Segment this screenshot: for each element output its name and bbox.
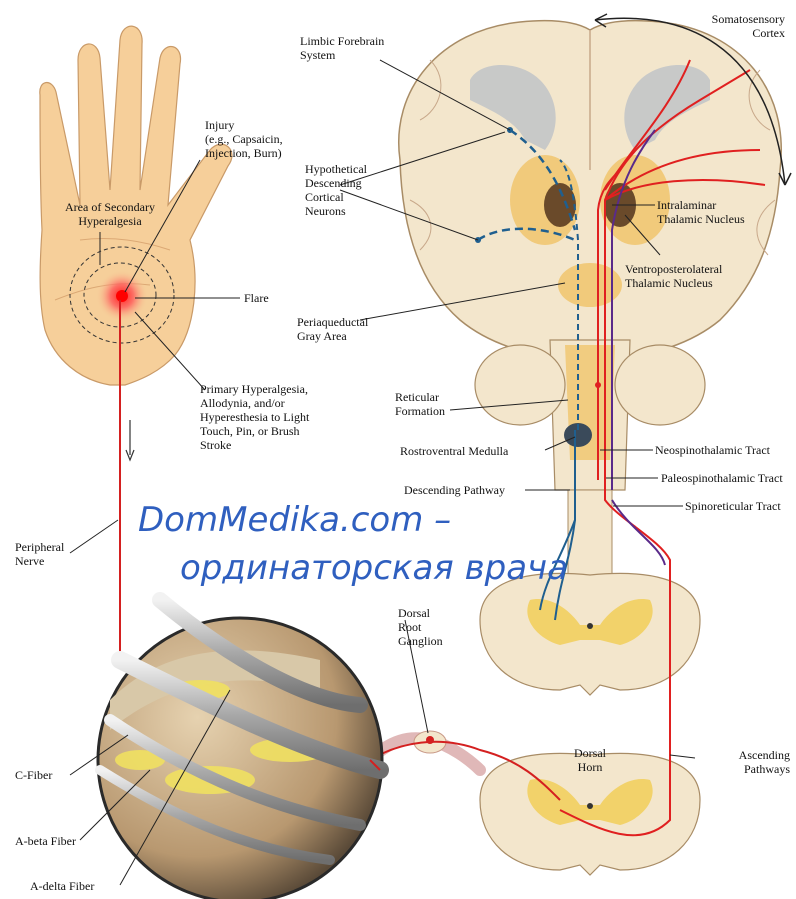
label-line: Somatosensory bbox=[680, 12, 785, 26]
label-a-beta-fiber: A-beta Fiber bbox=[15, 834, 105, 848]
label-line: Horn bbox=[560, 760, 620, 774]
label-line: Stroke bbox=[200, 438, 350, 452]
label-line: Ventroposterolateral bbox=[625, 262, 765, 276]
label-line: Hyperesthesia to Light bbox=[200, 410, 350, 424]
label-line: Injury bbox=[205, 118, 315, 132]
label-ventroposterolateral: Ventroposterolateral Thalamic Nucleus bbox=[625, 262, 765, 290]
label-dorsal-horn: Dorsal Horn bbox=[560, 746, 620, 774]
label-line: (e.g., Capsaicin, bbox=[205, 132, 315, 146]
label-line: Primary Hyperalgesia, bbox=[200, 382, 350, 396]
label-primary-hyperalgesia: Primary Hyperalgesia, Allodynia, and/or … bbox=[200, 382, 350, 452]
label-line: Ascending bbox=[700, 748, 790, 762]
label-line: Dorsal bbox=[560, 746, 620, 760]
label-dorsal-root-ganglion: Dorsal Root Ganglion bbox=[398, 606, 458, 648]
label-line: Thalamic Nucleus bbox=[657, 212, 787, 226]
label-line: Neurons bbox=[305, 204, 400, 218]
label-secondary-hyperalgesia: Area of Secondary Hyperalgesia bbox=[50, 200, 170, 228]
label-reticular-formation: Reticular Formation bbox=[395, 390, 475, 418]
label-a-delta-fiber: A-delta Fiber bbox=[30, 879, 130, 893]
label-line: Periaqueductal bbox=[297, 315, 407, 329]
label-line: Gray Area bbox=[297, 329, 407, 343]
label-peripheral-nerve: Peripheral Nerve bbox=[15, 540, 85, 568]
label-line: Cortex bbox=[680, 26, 785, 40]
label-injury: Injury (e.g., Capsaicin, Injection, Burn… bbox=[205, 118, 315, 160]
label-line: Allodynia, and/or bbox=[200, 396, 350, 410]
label-line: Descending bbox=[305, 176, 400, 190]
label-paleospinothalamic: Paleospinothalamic Tract bbox=[661, 471, 796, 485]
label-line: System bbox=[300, 48, 410, 62]
label-line: Cortical bbox=[305, 190, 400, 204]
nerve-fiber-magnifier bbox=[98, 600, 382, 899]
label-somatosensory-cortex: Somatosensory Cortex bbox=[680, 12, 785, 40]
label-line: Dorsal bbox=[398, 606, 458, 620]
label-line: Pathways bbox=[700, 762, 790, 776]
label-limbic-forebrain: Limbic Forebrain System bbox=[300, 34, 410, 62]
label-line: Intralaminar bbox=[657, 198, 787, 212]
label-line: Nerve bbox=[15, 554, 85, 568]
label-rostroventral-medulla: Rostroventral Medulla bbox=[400, 444, 550, 458]
label-intralaminar: Intralaminar Thalamic Nucleus bbox=[657, 198, 787, 226]
label-line: Ganglion bbox=[398, 634, 458, 648]
label-line: Injection, Burn) bbox=[205, 146, 315, 160]
label-line: Peripheral bbox=[15, 540, 85, 554]
label-line: Root bbox=[398, 620, 458, 634]
label-hypothetical-descending: Hypothetical Descending Cortical Neurons bbox=[305, 162, 400, 218]
watermark-line-2: ординаторская врача bbox=[180, 548, 568, 588]
spinal-cord-upper bbox=[480, 573, 700, 695]
label-ascending-pathways: Ascending Pathways bbox=[700, 748, 790, 776]
watermark-line-1: DomMedika.com – bbox=[138, 500, 451, 540]
label-periaqueductal: Periaqueductal Gray Area bbox=[297, 315, 407, 343]
label-line: Area of Secondary bbox=[50, 200, 170, 214]
label-line: Thalamic Nucleus bbox=[625, 276, 765, 290]
label-line: Reticular bbox=[395, 390, 475, 404]
label-c-fiber: C-Fiber bbox=[15, 768, 85, 782]
label-line: Limbic Forebrain bbox=[300, 34, 410, 48]
label-flare: Flare bbox=[244, 291, 294, 305]
label-line: Formation bbox=[395, 404, 475, 418]
label-line: Hyperalgesia bbox=[50, 214, 170, 228]
label-line: Touch, Pin, or Brush bbox=[200, 424, 350, 438]
label-line: Hypothetical bbox=[305, 162, 400, 176]
label-descending-pathway: Descending Pathway bbox=[404, 483, 529, 497]
label-neospinothalamic: Neospinothalamic Tract bbox=[655, 443, 795, 457]
label-spinoreticular: Spinoreticular Tract bbox=[685, 499, 795, 513]
